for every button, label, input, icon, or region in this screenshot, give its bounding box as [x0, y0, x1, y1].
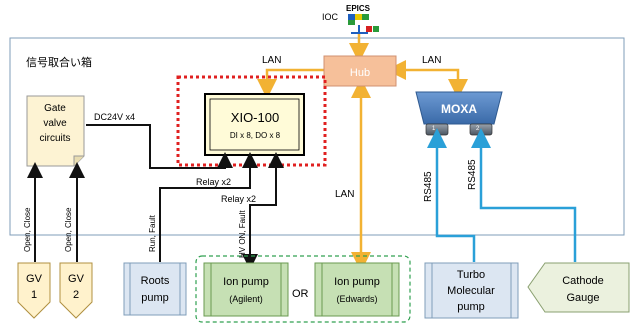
signal-box	[9, 37, 625, 236]
ion-pump-agilent: Ion pump (Agilent)	[203, 262, 289, 317]
moxa-label: MOXA	[441, 102, 477, 116]
turbo-line2: Molecular	[447, 285, 495, 297]
gv1-device: GV 1	[17, 262, 51, 319]
signal-box-title: 信号取合い箱	[26, 55, 92, 69]
epics-logo-text: EPICS	[346, 4, 371, 13]
gv2-line2: 2	[73, 289, 79, 301]
gv1-line2: 1	[31, 289, 37, 301]
roots-line2: pump	[141, 292, 169, 304]
ion-pump-group-frame	[195, 255, 411, 323]
rs485-lines	[427, 128, 577, 262]
lan-label-right: LAN	[422, 55, 441, 66]
roots-pump: Roots pump	[123, 262, 187, 316]
cathode-gauge: Cathode Gauge	[527, 262, 630, 313]
xio-title: XIO-100	[231, 110, 279, 125]
cathode-line1: Cathode	[562, 275, 604, 287]
epics-logo: EPICS	[346, 4, 379, 34]
turbo-molecular-pump: Turbo Molecular pump	[424, 262, 519, 319]
relay-label-1: Relay x2	[196, 177, 231, 187]
xio-100-box: XIO-100 DI x 8, DO x 8	[204, 93, 305, 156]
ion-pump-edwards: Ion pump (Edwards)	[314, 262, 400, 317]
ioc-label: IOC	[322, 12, 339, 22]
lan-label-mid: LAN	[335, 189, 354, 200]
gate-valve-line1: Gate	[44, 103, 66, 114]
signal-lines	[27, 124, 284, 270]
turbo-line3: pump	[457, 301, 485, 313]
xio-subtitle: DI x 8, DO x 8	[230, 131, 281, 140]
run-fault-label: Run, Fault	[148, 214, 157, 252]
hub-label: Hub	[350, 67, 370, 79]
gv2-line1: GV	[68, 273, 85, 285]
gate-valve-line2: valve	[43, 118, 67, 129]
relay-label-2: Relay x2	[221, 194, 256, 204]
hub-box	[323, 55, 397, 87]
moxa-port-1	[425, 123, 449, 136]
turbo-line1: Turbo	[457, 269, 485, 281]
lan-lines	[257, 34, 468, 272]
gate-valve-circuits: Gate valve circuits	[26, 95, 85, 167]
rs485-label-1: RS485	[423, 171, 434, 202]
gv1-line1: GV	[26, 273, 43, 285]
cathode-line2: Gauge	[566, 292, 599, 304]
gv2-device: GV 2	[59, 262, 93, 319]
lan-label-left: LAN	[262, 55, 281, 66]
gate-valve-line3: circuits	[39, 133, 70, 144]
open-close-label-2: Open, Close	[64, 207, 73, 252]
ion-edwards-line2: (Edwards)	[336, 294, 377, 304]
open-close-label-1: Open, Close	[23, 207, 32, 252]
dc24v-label: DC24V x4	[94, 112, 135, 122]
moxa-port-2	[469, 123, 493, 136]
roots-line1: Roots	[141, 275, 170, 287]
ion-agilent-line2: (Agilent)	[229, 294, 263, 304]
moxa-device: MOXA 1 2	[415, 91, 503, 136]
ion-agilent-line1: Ion pump	[223, 276, 269, 288]
rs485-label-2: RS485	[467, 159, 478, 190]
or-label: OR	[292, 288, 309, 300]
hv-on-fault-label: HV ON, Fault	[238, 210, 247, 258]
ion-edwards-line1: Ion pump	[334, 276, 380, 288]
